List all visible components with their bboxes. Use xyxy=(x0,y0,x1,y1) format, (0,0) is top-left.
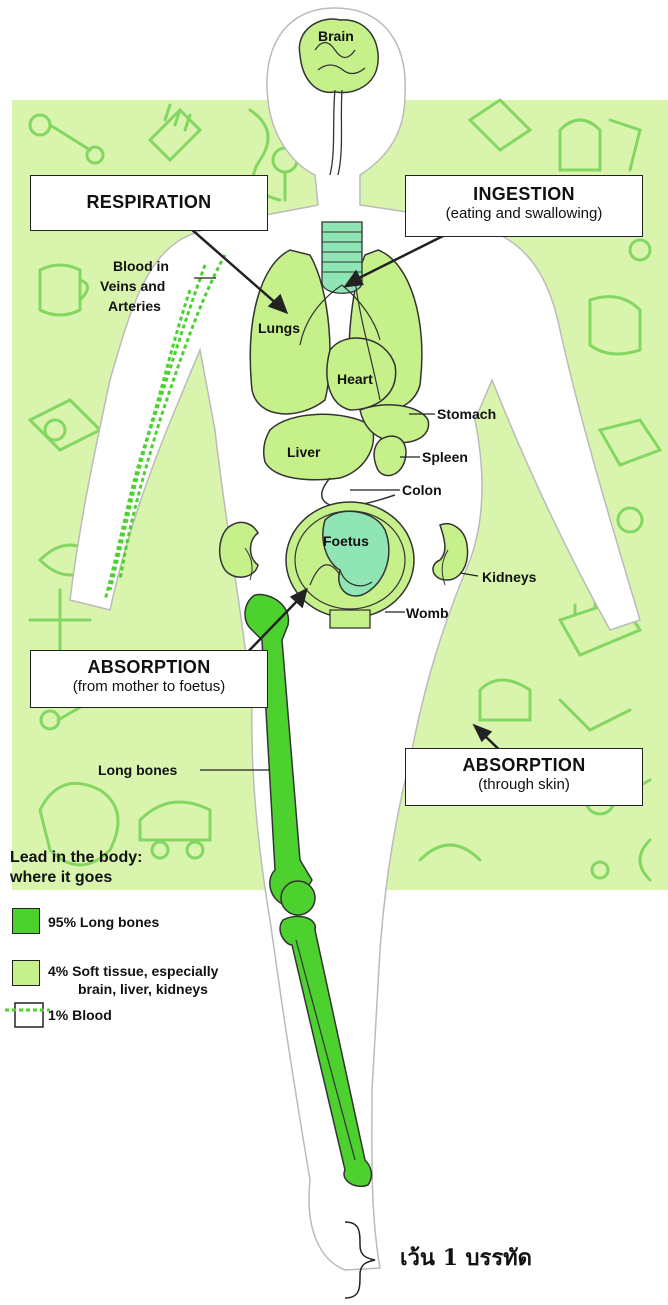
label-spleen: Spleen xyxy=(422,449,468,465)
ingestion-title: INGESTION xyxy=(406,184,642,205)
absorption-skin-title: ABSORPTION xyxy=(406,755,642,776)
respiration-title: RESPIRATION xyxy=(31,192,267,213)
spleen-shape xyxy=(374,436,406,475)
ingestion-callout: INGESTION (eating and swallowing) xyxy=(405,175,643,237)
legend-item-blood: 1% Blood xyxy=(48,1006,112,1024)
label-stomach: Stomach xyxy=(437,406,496,422)
legend-item-soft-tissue: 4% Soft tissue, especially brain, liver,… xyxy=(48,962,218,998)
absorption-mother-subtitle: (from mother to foetus) xyxy=(31,678,267,695)
label-long-bones: Long bones xyxy=(98,762,177,778)
legend-soft-tissue-line2: brain, liver, kidneys xyxy=(48,980,218,998)
womb-base xyxy=(330,610,370,628)
absorption-skin-callout: ABSORPTION (through skin) xyxy=(405,748,643,806)
label-heart: Heart xyxy=(337,371,373,387)
label-brain: Brain xyxy=(318,28,354,44)
legend-soft-tissue-swatch xyxy=(12,960,40,986)
label-blood-line2: Veins and xyxy=(100,278,165,294)
label-foetus: Foetus xyxy=(323,533,369,549)
label-lungs: Lungs xyxy=(258,320,300,336)
label-liver: Liver xyxy=(287,444,320,460)
label-blood-line3: Arteries xyxy=(108,298,161,314)
legend-bones-swatch xyxy=(12,908,40,934)
respiration-callout: RESPIRATION xyxy=(30,175,268,231)
ingestion-subtitle: (eating and swallowing) xyxy=(406,205,642,222)
label-colon: Colon xyxy=(402,482,442,498)
legend-title-line2: where it goes xyxy=(10,868,142,888)
absorption-skin-subtitle: (through skin) xyxy=(406,776,642,793)
label-kidneys: Kidneys xyxy=(482,569,536,585)
absorption-mother-title: ABSORPTION xyxy=(31,657,267,678)
legend-blood-swatch xyxy=(5,1003,50,1027)
legend-title: Lead in the body: where it goes xyxy=(10,848,142,888)
footer-note: เว้น 1 บรรทัด xyxy=(400,1240,532,1275)
absorption-mother-callout: ABSORPTION (from mother to foetus) xyxy=(30,650,268,708)
legend-soft-tissue-line1: 4% Soft tissue, especially xyxy=(48,962,218,980)
legend-item-bones: 95% Long bones xyxy=(48,913,159,931)
label-blood-line1: Blood in xyxy=(113,258,169,274)
label-womb: Womb xyxy=(406,605,449,621)
legend-title-line1: Lead in the body: xyxy=(10,848,142,868)
